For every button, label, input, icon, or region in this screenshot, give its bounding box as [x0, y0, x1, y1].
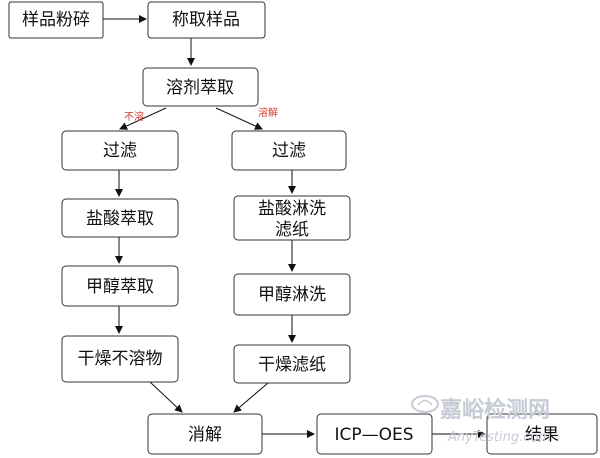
edge-dry-insoluble-to-digest	[149, 381, 183, 413]
node-filter-left-label: 过滤	[103, 141, 137, 161]
watermark-logo-icon	[411, 395, 439, 413]
node-filter-right-label: 过滤	[272, 141, 306, 161]
node-weigh-label: 称取样品	[172, 10, 240, 30]
node-digest: 消解	[147, 413, 263, 455]
node-dry-filter: 干燥滤纸	[233, 344, 351, 384]
watermark: 嘉峪检测网 AnyTesting.com	[411, 395, 551, 445]
node-crush-label: 样品粉碎	[22, 10, 90, 30]
node-methanol-extract: 甲醇萃取	[61, 265, 179, 307]
edges	[103, 15, 486, 438]
node-methanol-extract-label: 甲醇萃取	[86, 277, 154, 297]
node-methanol-rinse: 甲醇淋洗	[233, 273, 351, 316]
node-methanol-rinse-label: 甲醇淋洗	[258, 285, 326, 305]
watermark-url: AnyTesting.com	[447, 430, 551, 445]
node-hcl-rinse-label-line1: 盐酸淋洗	[258, 199, 326, 219]
edge-dry-filter-to-digest	[233, 382, 269, 413]
node-filter-right: 过滤	[231, 130, 347, 171]
node-hcl-rinse-filter: 盐酸淋洗 滤纸	[233, 195, 351, 241]
edge-solvent-to-filter-left	[119, 107, 167, 130]
node-dry-insoluble: 干燥不溶物	[61, 335, 179, 383]
node-icp-label: ICP—OES	[334, 425, 413, 445]
branch-label-dissolved: 溶解	[258, 106, 278, 119]
node-filter-left: 过滤	[61, 130, 179, 171]
node-dry-filter-label: 干燥滤纸	[258, 355, 326, 375]
node-crush: 样品粉碎	[8, 1, 104, 39]
node-solvent-extract: 溶剂萃取	[142, 67, 259, 107]
node-result: 结果	[486, 413, 598, 455]
node-hcl-rinse-label-line2: 滤纸	[275, 220, 309, 240]
node-hcl-extract: 盐酸萃取	[61, 198, 179, 238]
branch-label-insoluble: 不溶	[124, 110, 144, 123]
node-icp: ICP—OES	[316, 413, 433, 455]
node-hcl-extract-label: 盐酸萃取	[86, 209, 154, 229]
edge-solvent-to-filter-right	[215, 107, 263, 130]
node-digest-label: 消解	[188, 425, 222, 445]
node-solvent-extract-label: 溶剂萃取	[166, 78, 234, 98]
node-result-label: 结果	[525, 425, 559, 445]
watermark-brand: 嘉峪检测网	[440, 397, 550, 423]
node-weigh: 称取样品	[147, 1, 266, 39]
node-dry-insoluble-label: 干燥不溶物	[78, 349, 163, 369]
